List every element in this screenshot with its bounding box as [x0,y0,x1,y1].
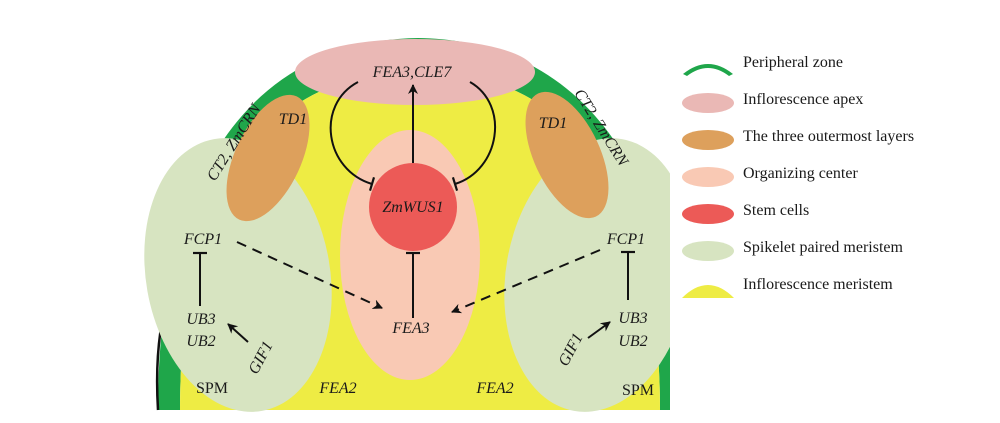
stem-cells-ellipse-icon [682,204,734,224]
legend-label: Inflorescence meristem [743,276,893,293]
ub2-label-left: UB2 [186,333,215,350]
legend-label: Spikelet paired meristem [743,239,903,256]
legend-item-organizing-center: Organizing center [680,161,990,198]
legend-item-peripheral-zone: Peripheral zone [680,50,990,87]
legend-item-inflorescence-meristem: Inflorescence meristem [680,272,990,309]
spm-right [504,138,670,412]
legend-label: Stem cells [743,202,810,219]
fea2-label-right: FEA2 [475,380,513,397]
legend-item-inflorescence-apex: Inflorescence apex [680,87,990,124]
organizing-center-ellipse-icon [682,167,734,187]
spm-label-left: SPM [196,380,228,397]
spm-ellipse-icon [682,241,734,261]
legend-label: The three outermost layers [743,128,915,145]
legend-item-spm: Spikelet paired meristem [680,235,990,272]
td1-label-right: TD1 [539,115,567,132]
inhibit-apex-to-wus1-right [451,81,496,192]
legend: Peripheral zone Inflorescence apex The t… [680,50,990,309]
fea2-label-left: FEA2 [318,380,356,397]
inhibit-apex-to-wus1-left [329,81,376,192]
legend-label: Peripheral zone [743,54,843,71]
ub3-label-right: UB3 [618,310,647,327]
legend-item-stem-cells: Stem cells [680,198,990,235]
inflorescence-meristem-semicircle-icon [682,285,734,298]
stem-cells [369,163,457,251]
ub2-label-right: UB2 [618,333,647,350]
td1-label-left: TD1 [279,111,307,128]
inflorescence-apex-ellipse-icon [682,93,734,113]
ub3-label-left: UB3 [186,311,215,328]
meristem-diagram: CT2, ZmCRN CT2, ZmCRN FEA3,CLE7 TD1 TD1 … [144,38,670,412]
fcp1-label-right: FCP1 [606,231,645,248]
legend-label: Organizing center [743,165,858,182]
stem-cells-label: ZmWUS1 [382,199,443,216]
apex-label: FEA3,CLE7 [372,64,453,81]
legend-item-outer-layers: The three outermost layers [680,124,990,161]
td1-region-right [525,91,609,219]
dashed-fcp1-to-fea3-left [236,241,383,309]
peripheral-zone-arc-icon [683,64,733,76]
legend-label: Inflorescence apex [743,91,864,108]
arrow-gif1-to-ub-left [227,323,249,343]
td1-region-left [226,94,310,222]
spm-label-right: SPM [622,382,654,399]
inflorescence-apex [295,39,535,105]
arrow-gif1-to-ub-right [587,321,611,339]
fcp1-label-left: FCP1 [183,231,222,248]
outer-layers-ellipse-icon [682,130,734,150]
dashed-fcp1-to-fea3-right [451,249,601,314]
organizing-center-label: FEA3 [391,320,429,337]
spm-left [144,138,332,412]
